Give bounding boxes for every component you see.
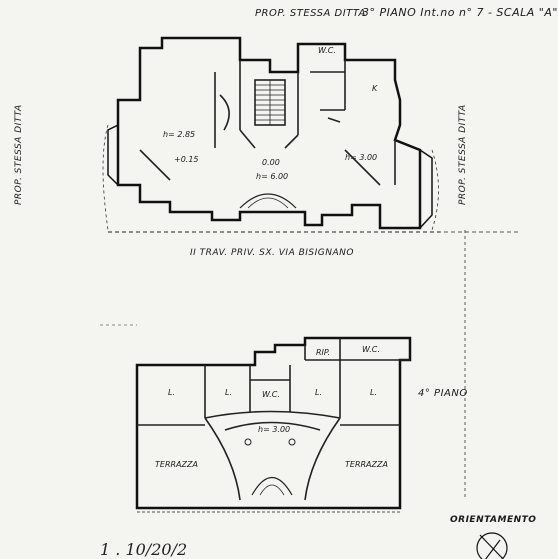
floor4-outline xyxy=(135,336,412,510)
floor4-title: 4° PIANO xyxy=(418,388,468,399)
floor4-room-l2: L. xyxy=(225,388,232,397)
floor-plan-drawing xyxy=(100,36,520,559)
floor-info-header: 3° PIANO Int.no n° 7 - SCALA "A" xyxy=(362,6,558,19)
floor4-room-l4: L. xyxy=(370,388,377,397)
floor3-wc-label: W.C. xyxy=(318,46,336,55)
floor3-kitchen-label: K xyxy=(372,84,378,93)
owner-header: PROP. STESSA DITTA xyxy=(255,8,366,19)
right-owner-label: PROP. STESSA DITTA xyxy=(458,104,468,205)
street-label: II TRAV. PRIV. SX. VIA BISIGNANO xyxy=(190,248,354,258)
floor3-outline xyxy=(116,36,422,230)
left-owner-label: PROP. STESSA DITTA xyxy=(14,104,24,205)
floor3-level-left: +0.15 xyxy=(174,155,199,164)
floor4-rip-label: RIP. xyxy=(316,348,331,357)
terrace-left-label: TERRAZZA xyxy=(155,460,198,469)
handwritten-signature: 1 . 10/20/2 xyxy=(100,540,188,559)
terrace-right-label: TERRAZZA xyxy=(345,460,388,469)
floor3-height-right: h= 3.00 xyxy=(345,153,378,162)
floor3-height-center: h= 6.00 xyxy=(256,172,289,181)
compass-icon xyxy=(476,532,508,559)
floor4-room-l3: L. xyxy=(315,388,322,397)
floor3-height-left: h= 2.85 xyxy=(163,130,196,139)
orientation-label: ORIENTAMENTO xyxy=(450,515,537,525)
floor4-room-l1: L. xyxy=(168,388,175,397)
floor4-height-label: h= 3.00 xyxy=(258,425,291,434)
floor4-wc2-label: W.C. xyxy=(262,390,280,399)
floor4-wc-label: W.C. xyxy=(362,345,380,354)
floor-plan-sheet: PROP. STESSA DITTA 3° PIANO Int.no n° 7 … xyxy=(14,6,557,559)
floor3-level-center: 0.00 xyxy=(262,158,280,167)
